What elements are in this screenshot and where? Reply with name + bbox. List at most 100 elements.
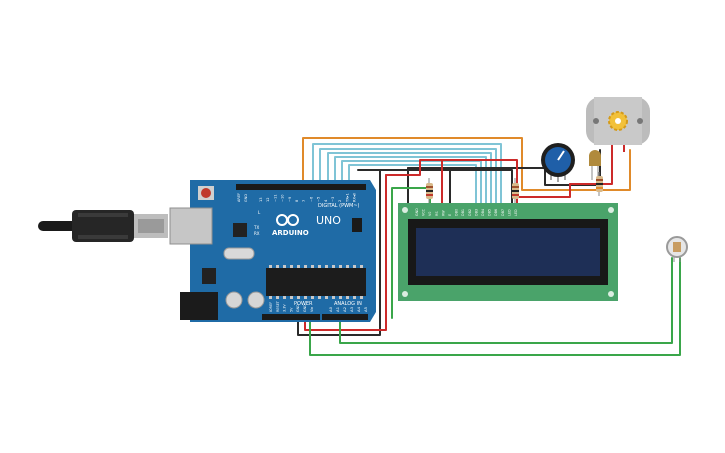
digital-pin-label-5: 8	[295, 199, 299, 202]
ic-pin-bottom-10	[339, 296, 342, 299]
analog-in-label: ANALOG IN	[334, 301, 362, 307]
power-pin-label-2: 3.3V	[283, 304, 287, 312]
voltage-regulator	[202, 268, 216, 284]
wire-red-2[interactable]	[385, 159, 443, 204]
analog-pin-label-5: A5	[363, 306, 368, 312]
digital-pin-label-6: 7	[302, 200, 306, 202]
power-section-label: POWER	[294, 301, 313, 307]
wire-black-5[interactable]	[407, 149, 601, 186]
lcd-screen	[416, 228, 600, 276]
digital-pin-label-10: ~3	[331, 197, 335, 202]
lcd-pin-label-13: DB7	[501, 209, 505, 216]
lcd-pin-label-7: DB1	[461, 209, 465, 216]
digital-pin-label-2: ~11	[273, 194, 277, 202]
power-pin-label-1: RESET	[276, 300, 280, 312]
lcd-pin-label-6: DB0	[455, 209, 459, 216]
ic-pin-bottom-7	[318, 296, 321, 299]
wire-red-1[interactable]	[304, 174, 387, 331]
ic-pin-top-13	[360, 265, 363, 268]
wire-orange[interactable]	[302, 137, 631, 191]
ic-pin-bottom-4	[297, 296, 300, 299]
wire-red-4[interactable]	[516, 179, 571, 198]
lcd-pin-label-4: RW	[441, 210, 445, 216]
ic-pin-top-8	[325, 265, 328, 268]
lcd-pin-label-8: DB2	[468, 209, 472, 216]
arduino-logo-icon	[276, 214, 299, 226]
ic-pin-top-10	[339, 265, 342, 268]
wire-green-3[interactable]	[309, 257, 681, 356]
analog-pin-label-0: A0	[328, 306, 333, 312]
analog-pin-label-3: A3	[349, 306, 354, 312]
wire-cyan-2[interactable]	[319, 148, 497, 204]
power-pin-label-4: GND	[296, 304, 300, 312]
digital-pin-label-7: ~6	[309, 196, 313, 202]
digital-pin-label-8: ~5	[317, 197, 321, 202]
wire-red-3[interactable]	[441, 159, 518, 204]
lcd-pin-label-12: DB6	[494, 209, 498, 216]
aref-label: AREF	[237, 193, 241, 202]
wire-cyan-5[interactable]	[341, 160, 482, 204]
wire-cyan-4[interactable]	[334, 156, 487, 204]
power-header	[262, 314, 320, 320]
digital-header	[236, 184, 366, 190]
ic-pin-row	[269, 265, 363, 299]
digital-pin-label-11: 2	[338, 200, 342, 202]
led[interactable]	[589, 150, 601, 180]
ic-pin-top-11	[346, 265, 349, 268]
analog-pin-label-4: A4	[356, 306, 361, 312]
wires	[297, 137, 681, 356]
ic-pin-top-6	[311, 265, 314, 268]
ic-pin-bottom-12	[353, 296, 356, 299]
ic-pin-bottom-0	[269, 296, 272, 299]
wire-black-1[interactable]	[357, 169, 513, 204]
dc-motor[interactable]	[586, 97, 650, 152]
capacitor-2	[247, 291, 265, 309]
lcd-pin-label-3: RS	[435, 211, 439, 216]
wire-cyan-6[interactable]	[348, 164, 477, 204]
wire-cyan-1[interactable]	[312, 143, 502, 204]
ic-pin-bottom-2	[283, 296, 286, 299]
wire-cyan-3[interactable]	[327, 152, 492, 204]
lcd-pin-label-14: LED	[507, 209, 511, 216]
potentiometer[interactable]	[541, 143, 575, 182]
lcd-pin-label-15: LED	[514, 209, 518, 216]
resistor-lcd-2[interactable]	[512, 178, 519, 203]
digital-pin-label-0: 13	[259, 197, 263, 202]
photoresistor[interactable]	[666, 236, 688, 262]
ic-pin-bottom-6	[311, 296, 314, 299]
wire-green-2[interactable]	[339, 257, 673, 344]
ic-pin-top-5	[304, 265, 307, 268]
arduino-uno-board[interactable]: DIGITAL (PWM~) ARDUINO UNO POWER ANALOG …	[169, 180, 376, 322]
resistor-lcd-1[interactable]	[426, 178, 433, 203]
lcd-pin-label-0: GND	[415, 208, 419, 216]
ic-pin-top-12	[353, 265, 356, 268]
ic-pin-bottom-3	[290, 296, 293, 299]
usb-chip	[233, 223, 247, 237]
ic-pin-bottom-5	[304, 296, 307, 299]
lcd-pin-label-9: DB3	[474, 209, 478, 216]
power-jack	[180, 292, 218, 320]
usb-cable[interactable]	[38, 210, 168, 242]
uno-model-label: UNO	[316, 214, 341, 227]
resistor-motor[interactable]	[596, 172, 603, 196]
ic-pin-bottom-11	[346, 296, 349, 299]
lcd-pin-label-10: DB4	[481, 209, 485, 216]
led-tx-label: TX	[253, 225, 259, 230]
ic-pin-top-0	[269, 265, 272, 268]
lcd-pin-label-11: DB5	[488, 209, 492, 216]
digital-pin-label-3: ~10	[281, 194, 285, 202]
digital-pin-label-9: 4	[324, 199, 328, 202]
usb-port	[169, 207, 213, 245]
power-pin-label-5: GND	[303, 304, 307, 312]
pot-knob-indicator	[557, 150, 565, 161]
ic-pin-top-4	[297, 265, 300, 268]
digital-pin-label-1: 12	[266, 197, 270, 202]
arduino-brand-label: ARDUINO	[272, 229, 309, 237]
wire-red-5[interactable]	[569, 149, 613, 185]
ic-pin-top-1	[276, 265, 279, 268]
ic-pin-bottom-8	[325, 296, 328, 299]
